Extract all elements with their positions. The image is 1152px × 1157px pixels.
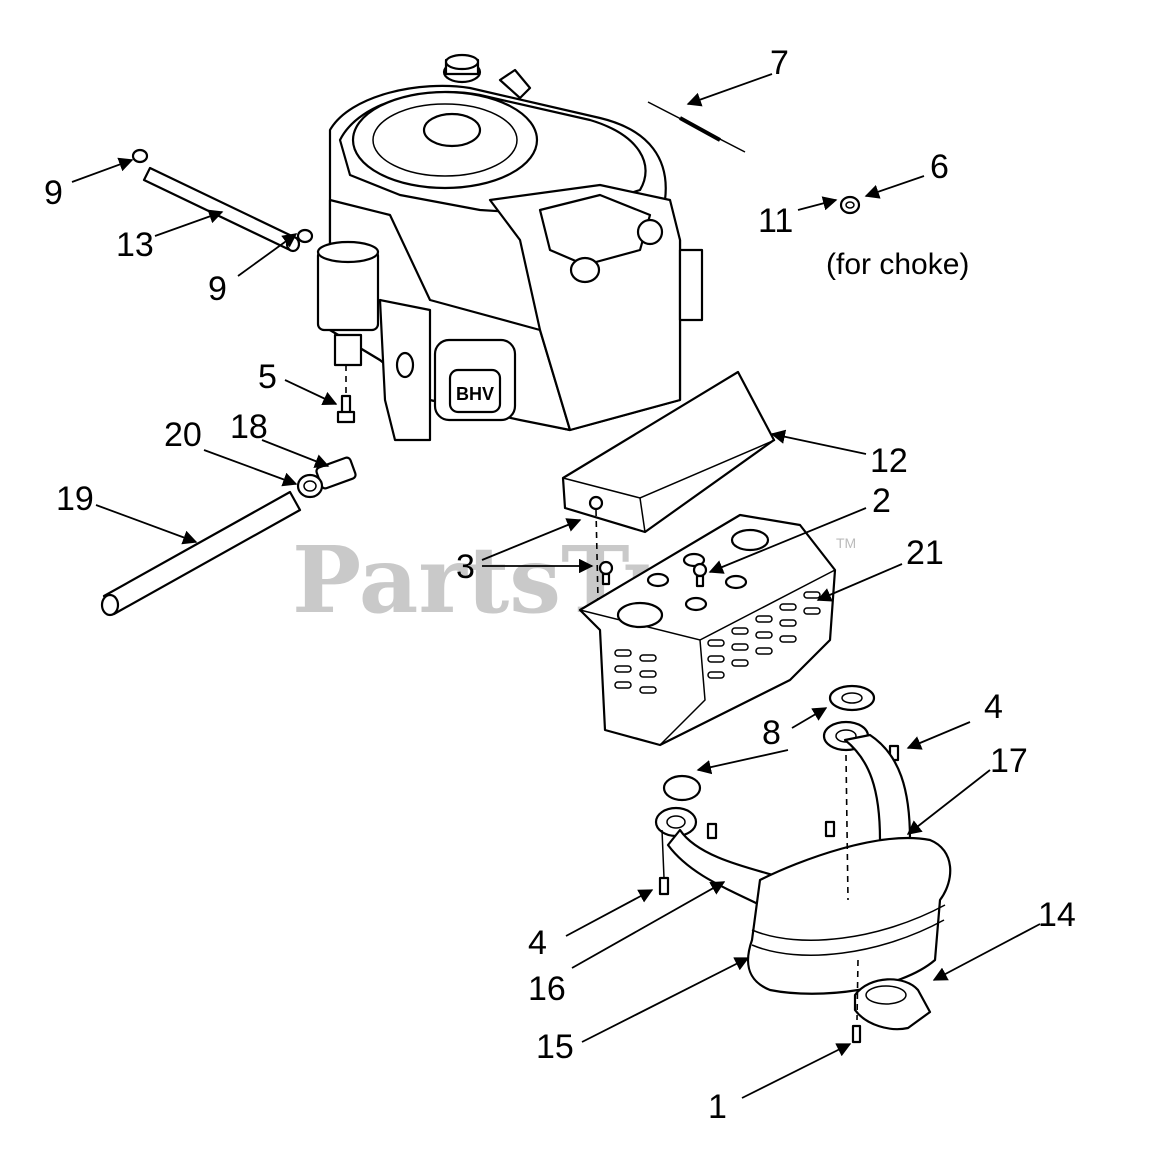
choke-note: (for choke) xyxy=(826,248,969,281)
watermark-trademark: TM xyxy=(836,535,856,551)
screw-2 xyxy=(692,562,708,588)
drain-fitting xyxy=(296,456,357,499)
callout-12: 12 xyxy=(870,442,908,480)
callout-20: 20 xyxy=(164,416,202,454)
callout-4b: 4 xyxy=(528,924,547,962)
muffler-guard xyxy=(578,513,837,747)
callout-2: 2 xyxy=(872,482,891,520)
callout-15: 15 xyxy=(536,1028,574,1066)
heat-shield xyxy=(561,370,776,534)
screw-3 xyxy=(595,509,614,601)
callout-16: 16 xyxy=(528,970,566,1008)
engine-emblem: BHV xyxy=(456,384,494,404)
fuel-line-tube xyxy=(142,166,301,253)
callout-1: 1 xyxy=(708,1088,727,1126)
callout-8: 8 xyxy=(762,714,781,752)
hose-clamp-lower xyxy=(296,228,314,244)
screw-1 xyxy=(851,959,862,1044)
callout-13: 13 xyxy=(116,226,154,264)
callout-6: 6 xyxy=(930,148,949,186)
callout-3: 3 xyxy=(456,548,475,586)
spark-deflector xyxy=(853,978,932,1031)
muffler xyxy=(746,754,952,995)
exhaust-pipe-right xyxy=(843,733,912,842)
choke-nut xyxy=(839,195,861,215)
callout-9b: 9 xyxy=(208,270,227,308)
gasket-8 xyxy=(662,684,876,802)
callout-5: 5 xyxy=(258,358,277,396)
callout-labels: 7 6 11 9 13 9 5 20 18 19 12 2 21 3 4 8 1… xyxy=(44,44,1076,1126)
callout-19: 19 xyxy=(56,480,94,518)
bolt-4-left xyxy=(658,822,718,896)
callout-11: 11 xyxy=(758,202,793,240)
callout-17: 17 xyxy=(990,742,1028,780)
callout-18: 18 xyxy=(230,408,268,446)
hose-clamp-upper xyxy=(131,148,149,164)
bolt-5 xyxy=(336,365,356,424)
leader-lines xyxy=(71,73,1041,1099)
exhaust-flanges xyxy=(654,720,870,838)
callout-7: 7 xyxy=(770,44,789,82)
engine-assembly: BHV xyxy=(316,53,704,442)
drain-hose xyxy=(100,490,302,617)
callout-9a: 9 xyxy=(44,174,63,212)
callout-4a: 4 xyxy=(984,688,1003,726)
callout-14: 14 xyxy=(1038,896,1076,934)
choke-cable xyxy=(647,101,746,153)
callout-21: 21 xyxy=(906,534,944,572)
